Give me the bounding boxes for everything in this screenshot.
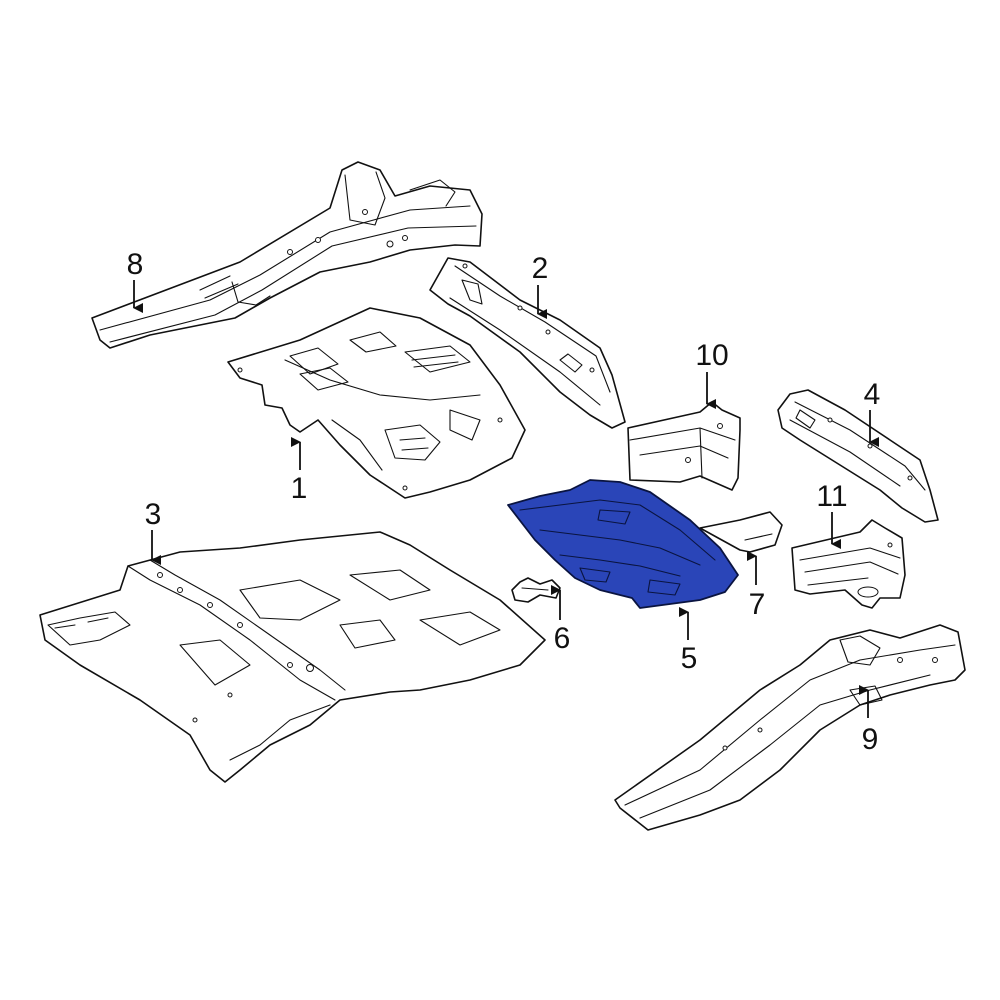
callout-number-7: 7: [749, 588, 766, 621]
callout-number-2: 2: [532, 252, 549, 285]
part-10-bracket[interactable]: [627, 401, 741, 491]
part-11-rear-bracket[interactable]: [791, 519, 906, 609]
part-4-rear-crossmember[interactable]: [777, 389, 939, 523]
part-2-crossmember[interactable]: [429, 257, 626, 429]
part-3-rear-floor[interactable]: [39, 531, 546, 783]
callout-number-5: 5: [681, 642, 698, 675]
part-7-small-panel[interactable]: [699, 511, 783, 553]
part-6-small-bracket[interactable]: [511, 577, 561, 603]
part-8-left-frame-rail[interactable]: [91, 161, 483, 349]
callout-number-8: 8: [127, 248, 144, 281]
callout-number-6: 6: [554, 622, 571, 655]
callout-number-9: 9: [862, 723, 879, 756]
callout-number-1: 1: [291, 472, 308, 505]
callout-number-11: 11: [816, 480, 847, 513]
part-1-floor-pan[interactable]: [227, 307, 526, 499]
part-5-highlighted-panel[interactable]: [507, 479, 739, 609]
callout-number-10: 10: [695, 339, 728, 372]
part-9-right-frame-rail[interactable]: [614, 624, 966, 831]
callout-number-3: 3: [145, 498, 162, 531]
callout-number-4: 4: [864, 378, 881, 411]
